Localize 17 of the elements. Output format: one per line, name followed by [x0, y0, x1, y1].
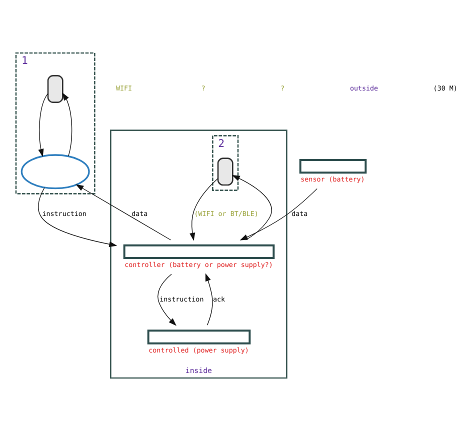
node-box — [123, 244, 275, 259]
arrow — [190, 178, 218, 241]
arrow — [232, 175, 272, 240]
cluster: 2 — [212, 135, 239, 191]
arrow — [76, 184, 172, 240]
node-phone — [47, 75, 64, 103]
arrow — [38, 187, 118, 247]
cluster: 1 — [15, 52, 96, 194]
arrow — [205, 273, 213, 326]
arrow — [62, 92, 72, 157]
arrow — [38, 93, 48, 157]
node-phone — [217, 158, 234, 186]
arrow — [240, 188, 318, 240]
node-box — [299, 159, 367, 174]
node-cloud — [20, 154, 90, 190]
arrow — [158, 274, 176, 326]
node-box — [147, 330, 251, 344]
